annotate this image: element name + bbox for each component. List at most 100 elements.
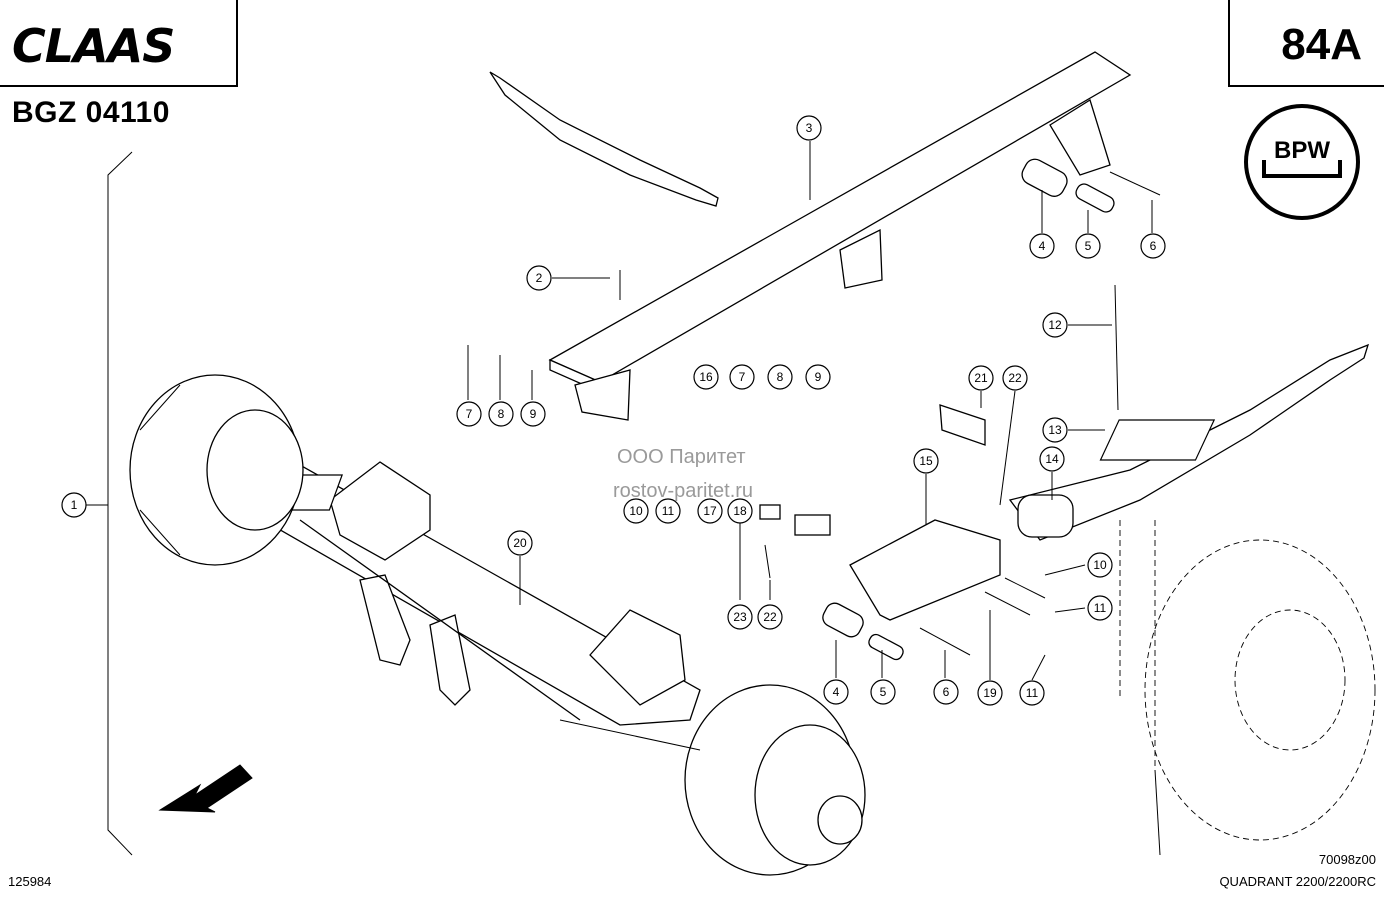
svg-text:8: 8	[777, 370, 784, 384]
svg-text:4: 4	[833, 685, 840, 699]
svg-text:1: 1	[71, 498, 78, 512]
shim-plate	[759, 504, 781, 520]
bpw-logo: BPW	[1244, 104, 1360, 220]
callout-10: 10	[623, 498, 649, 524]
callout-8: 8	[767, 364, 793, 390]
svg-text:9: 9	[815, 370, 822, 384]
callout-1: 1	[61, 492, 87, 518]
tie-strap	[489, 71, 719, 207]
svg-text:6: 6	[943, 685, 950, 699]
callout-4: 4	[823, 679, 849, 705]
callout-14: 14	[1039, 446, 1065, 472]
bolt	[984, 591, 1031, 616]
svg-text:10: 10	[1093, 558, 1107, 572]
svg-text:19: 19	[983, 686, 997, 700]
svg-text:20: 20	[513, 536, 527, 550]
svg-text:9: 9	[530, 407, 537, 421]
callout-11: 11	[655, 498, 681, 524]
svg-text:6: 6	[1150, 239, 1157, 253]
brake-lever	[429, 614, 471, 706]
callout-4: 4	[1029, 233, 1055, 259]
spring-bush	[1017, 494, 1074, 538]
svg-text:15: 15	[919, 454, 933, 468]
callout-21: 21	[968, 365, 994, 391]
bpw-logo-text: BPW	[1274, 137, 1330, 164]
shim-plate	[794, 514, 831, 536]
sleeve	[868, 633, 904, 661]
sleeve	[1075, 183, 1115, 213]
svg-text:11: 11	[662, 504, 675, 518]
svg-text:7: 7	[739, 370, 746, 384]
callout-5: 5	[1075, 233, 1101, 259]
svg-text:22: 22	[1008, 371, 1022, 385]
callout-13: 13	[1042, 417, 1068, 443]
svg-text:4: 4	[1039, 239, 1046, 253]
callout-6: 6	[1140, 233, 1166, 259]
svg-text:11: 11	[1094, 601, 1107, 615]
svg-text:5: 5	[880, 685, 887, 699]
svg-text:7: 7	[466, 407, 473, 421]
header-divider	[1228, 85, 1384, 87]
callout-20: 20	[507, 530, 533, 556]
hub-flange-left	[206, 409, 304, 531]
spring-plate	[1099, 419, 1216, 461]
callout-17: 17	[697, 498, 723, 524]
cross-rail	[548, 51, 1132, 383]
camshaft-left	[299, 519, 581, 721]
svg-text:12: 12	[1048, 318, 1062, 332]
svg-text:17: 17	[703, 504, 717, 518]
wheel-hub-phantom	[1144, 539, 1376, 841]
callout-9: 9	[520, 401, 546, 427]
bolt	[919, 627, 971, 656]
callout-10: 10	[1087, 552, 1113, 578]
claas-logo-text: CLAAS	[12, 19, 174, 70]
hub-flange-right	[754, 724, 866, 866]
bush	[822, 602, 864, 638]
callout-7: 7	[729, 364, 755, 390]
hub-cap	[817, 795, 863, 845]
svg-text:13: 13	[1048, 423, 1062, 437]
svg-text:23: 23	[733, 610, 747, 624]
svg-text:18: 18	[733, 504, 747, 518]
spring-hanger	[849, 519, 1001, 621]
document-id: BGZ 04110	[12, 96, 170, 129]
drawing-code: 70098z00	[1318, 852, 1376, 867]
callout-7: 7	[456, 401, 482, 427]
svg-text:16: 16	[699, 370, 713, 384]
callout-9: 9	[805, 364, 831, 390]
u-bolt-lower	[1154, 769, 1161, 856]
header-divider	[236, 0, 238, 87]
assembly-bracket	[107, 151, 133, 856]
callout-11: 11	[1019, 680, 1045, 706]
callout-2: 2	[526, 265, 552, 291]
svg-text:22: 22	[763, 610, 777, 624]
claas-logo: CLAAS	[12, 19, 175, 70]
callout-6: 6	[933, 679, 959, 705]
svg-text:3: 3	[806, 121, 813, 135]
bush	[1021, 158, 1068, 197]
direction-arrow	[158, 764, 253, 813]
svg-text:2: 2	[536, 271, 543, 285]
callout-12: 12	[1042, 312, 1068, 338]
bolt	[764, 544, 771, 579]
shackle-block	[939, 404, 986, 446]
watermark-line2: rostov-paritet.ru	[613, 480, 754, 502]
callout-23: 23	[727, 604, 753, 630]
svg-text:14: 14	[1045, 452, 1059, 466]
svg-text:10: 10	[629, 504, 643, 518]
model-name: QUADRANT 2200/2200RC	[1219, 874, 1376, 889]
callout-18: 18	[727, 498, 753, 524]
rail-hanger	[574, 369, 631, 421]
svg-text:21: 21	[974, 371, 988, 385]
svg-text:5: 5	[1085, 239, 1092, 253]
page-code: 84A	[1281, 20, 1362, 69]
callout-3: 3	[796, 115, 822, 141]
rail-hanger	[1049, 99, 1111, 176]
leader-lines	[467, 141, 1153, 681]
svg-text:8: 8	[498, 407, 505, 421]
callout-8: 8	[488, 401, 514, 427]
callout-5: 5	[870, 679, 896, 705]
callout-19: 19	[977, 680, 1003, 706]
